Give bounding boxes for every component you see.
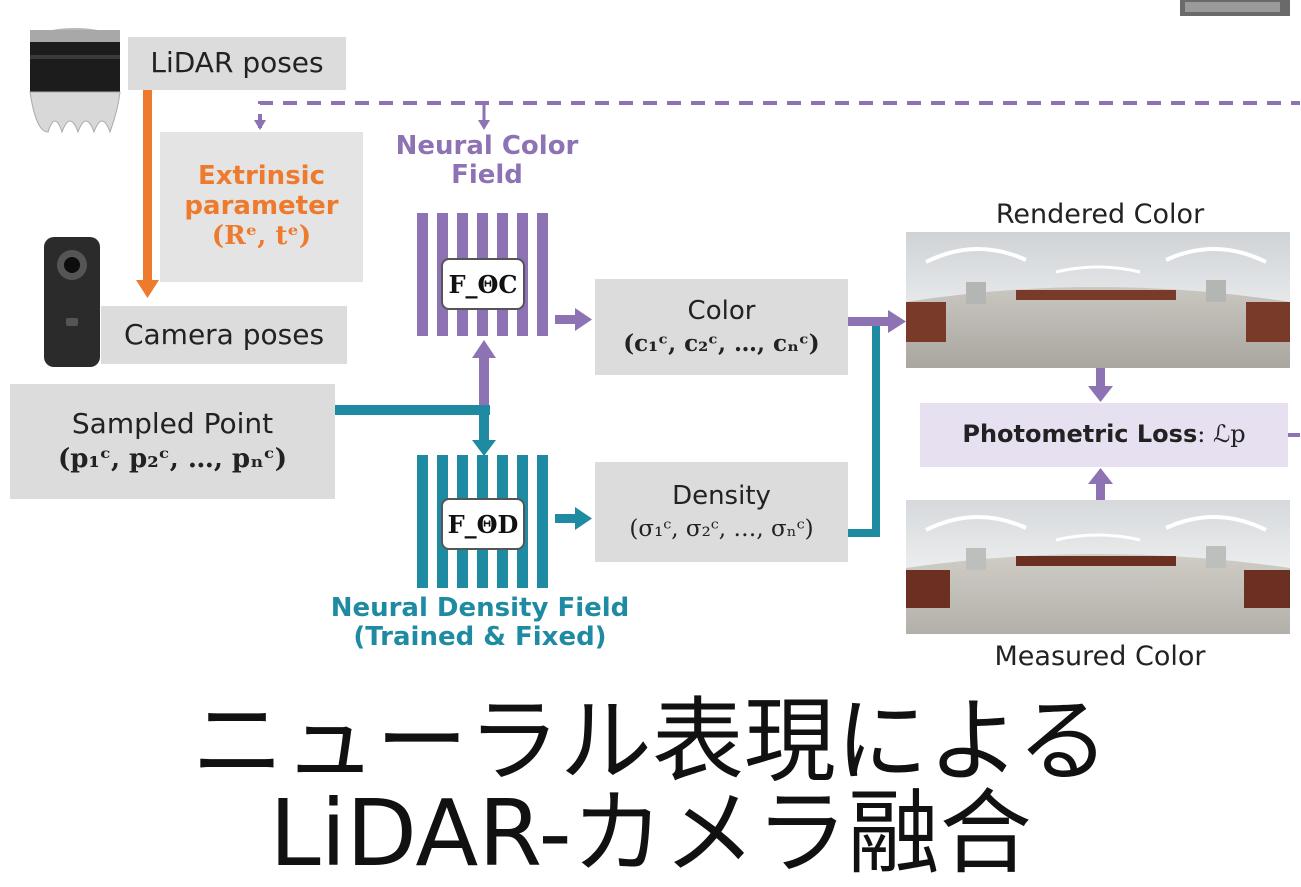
neural-color-line1: Neural Color xyxy=(395,131,579,161)
lidar-sensor-icon xyxy=(29,28,121,134)
panorama-rendered-image xyxy=(906,232,1290,368)
extrinsic-box: Extrinsic parameter (Rᵉ, tᵉ) xyxy=(160,132,363,282)
neural-color-line2: Field xyxy=(451,160,523,191)
photometric-loss-label: Photometric Loss xyxy=(962,420,1198,449)
feedback-dashed-line xyxy=(258,101,1300,128)
density-output-box: Density (σ₁ᶜ, σ₂ᶜ, …, σₙᶜ) xyxy=(595,462,848,562)
color-to-render-arrow xyxy=(848,317,890,326)
lidar-poses-box: LiDAR poses xyxy=(128,37,346,90)
density-to-render-connector xyxy=(848,326,880,537)
density-field-out-arrowhead xyxy=(575,507,592,530)
measured-to-loss-arrowhead xyxy=(1088,468,1113,484)
sampled-point-title: Sampled Point xyxy=(71,407,274,441)
f-density-symbol: F_ΘD xyxy=(447,509,519,539)
camera-poses-label: Camera poses xyxy=(123,317,325,351)
neural-density-line2: (Trained & Fixed) xyxy=(353,622,607,653)
neural-density-line1: Neural Density Field xyxy=(330,593,630,623)
color-output-math: (c₁ᶜ, c₂ᶜ, …, cₙᶜ) xyxy=(623,329,820,357)
render-to-loss-arrowhead xyxy=(1088,386,1113,402)
color-field-input-arrowhead xyxy=(472,340,496,358)
feedback-arrowhead-color-field xyxy=(478,120,490,130)
color-output-title: Color xyxy=(687,295,756,326)
lidar-to-camera-arrowhead xyxy=(136,280,159,298)
caption-line1: ニューラル表現による xyxy=(191,688,1110,795)
neural-color-field-label: Neural Color Field xyxy=(372,131,602,191)
f-color-symbol: F_ΘC xyxy=(448,269,518,299)
density-output-math: (σ₁ᶜ, σ₂ᶜ, …, σₙᶜ) xyxy=(629,515,814,542)
sampled-point-math: (p₁ᶜ, p₂ᶜ, …, pₙᶜ) xyxy=(57,443,288,474)
camera-360-icon xyxy=(44,237,100,367)
color-output-box: Color (c₁ᶜ, c₂ᶜ, …, cₙᶜ) xyxy=(595,279,848,375)
sampled-point-box: Sampled Point (p₁ᶜ, p₂ᶜ, …, pₙᶜ) xyxy=(10,384,335,499)
photometric-loss-box: Photometric Loss : ℒp xyxy=(920,403,1288,467)
color-field-input-connector xyxy=(479,354,489,410)
f-color-box: F_ΘC xyxy=(441,258,525,310)
color-to-render-arrowhead xyxy=(888,310,906,333)
rendered-color-label: Rendered Color xyxy=(995,199,1205,230)
caption-line2: LiDAR-カメラ融合 xyxy=(269,780,1032,887)
color-field-out-arrowhead xyxy=(575,308,592,331)
extrinsic-math: (Rᵉ, tᵉ) xyxy=(211,220,312,251)
feedback-arrowhead-extrinsic xyxy=(254,120,266,130)
lidar-poses-label: LiDAR poses xyxy=(150,46,324,80)
sampled-to-density-line xyxy=(335,405,490,415)
lidar-to-camera-arrow-shaft xyxy=(143,65,152,280)
sampled-to-density-drop xyxy=(479,405,489,443)
photometric-loss-math: : ℒp xyxy=(1197,420,1246,449)
color-field-out-arrow xyxy=(555,315,577,324)
extrinsic-line2: parameter xyxy=(184,191,339,222)
density-output-title: Density xyxy=(672,480,771,511)
corner-texture-detail xyxy=(1185,2,1280,12)
measured-color-label: Measured Color xyxy=(994,641,1206,672)
extrinsic-line1: Extrinsic xyxy=(197,161,325,192)
neural-density-field-label: Neural Density Field (Trained & Fixed) xyxy=(300,593,660,653)
render-to-loss-arrow xyxy=(1096,368,1105,388)
panorama-measured-image xyxy=(906,500,1290,634)
f-density-box: F_ΘD xyxy=(441,498,525,550)
camera-poses-box: Camera poses xyxy=(101,306,347,364)
density-field-out-arrow xyxy=(555,514,577,523)
sampled-to-density-arrowhead xyxy=(472,440,496,456)
measured-to-loss-arrow xyxy=(1096,482,1105,500)
